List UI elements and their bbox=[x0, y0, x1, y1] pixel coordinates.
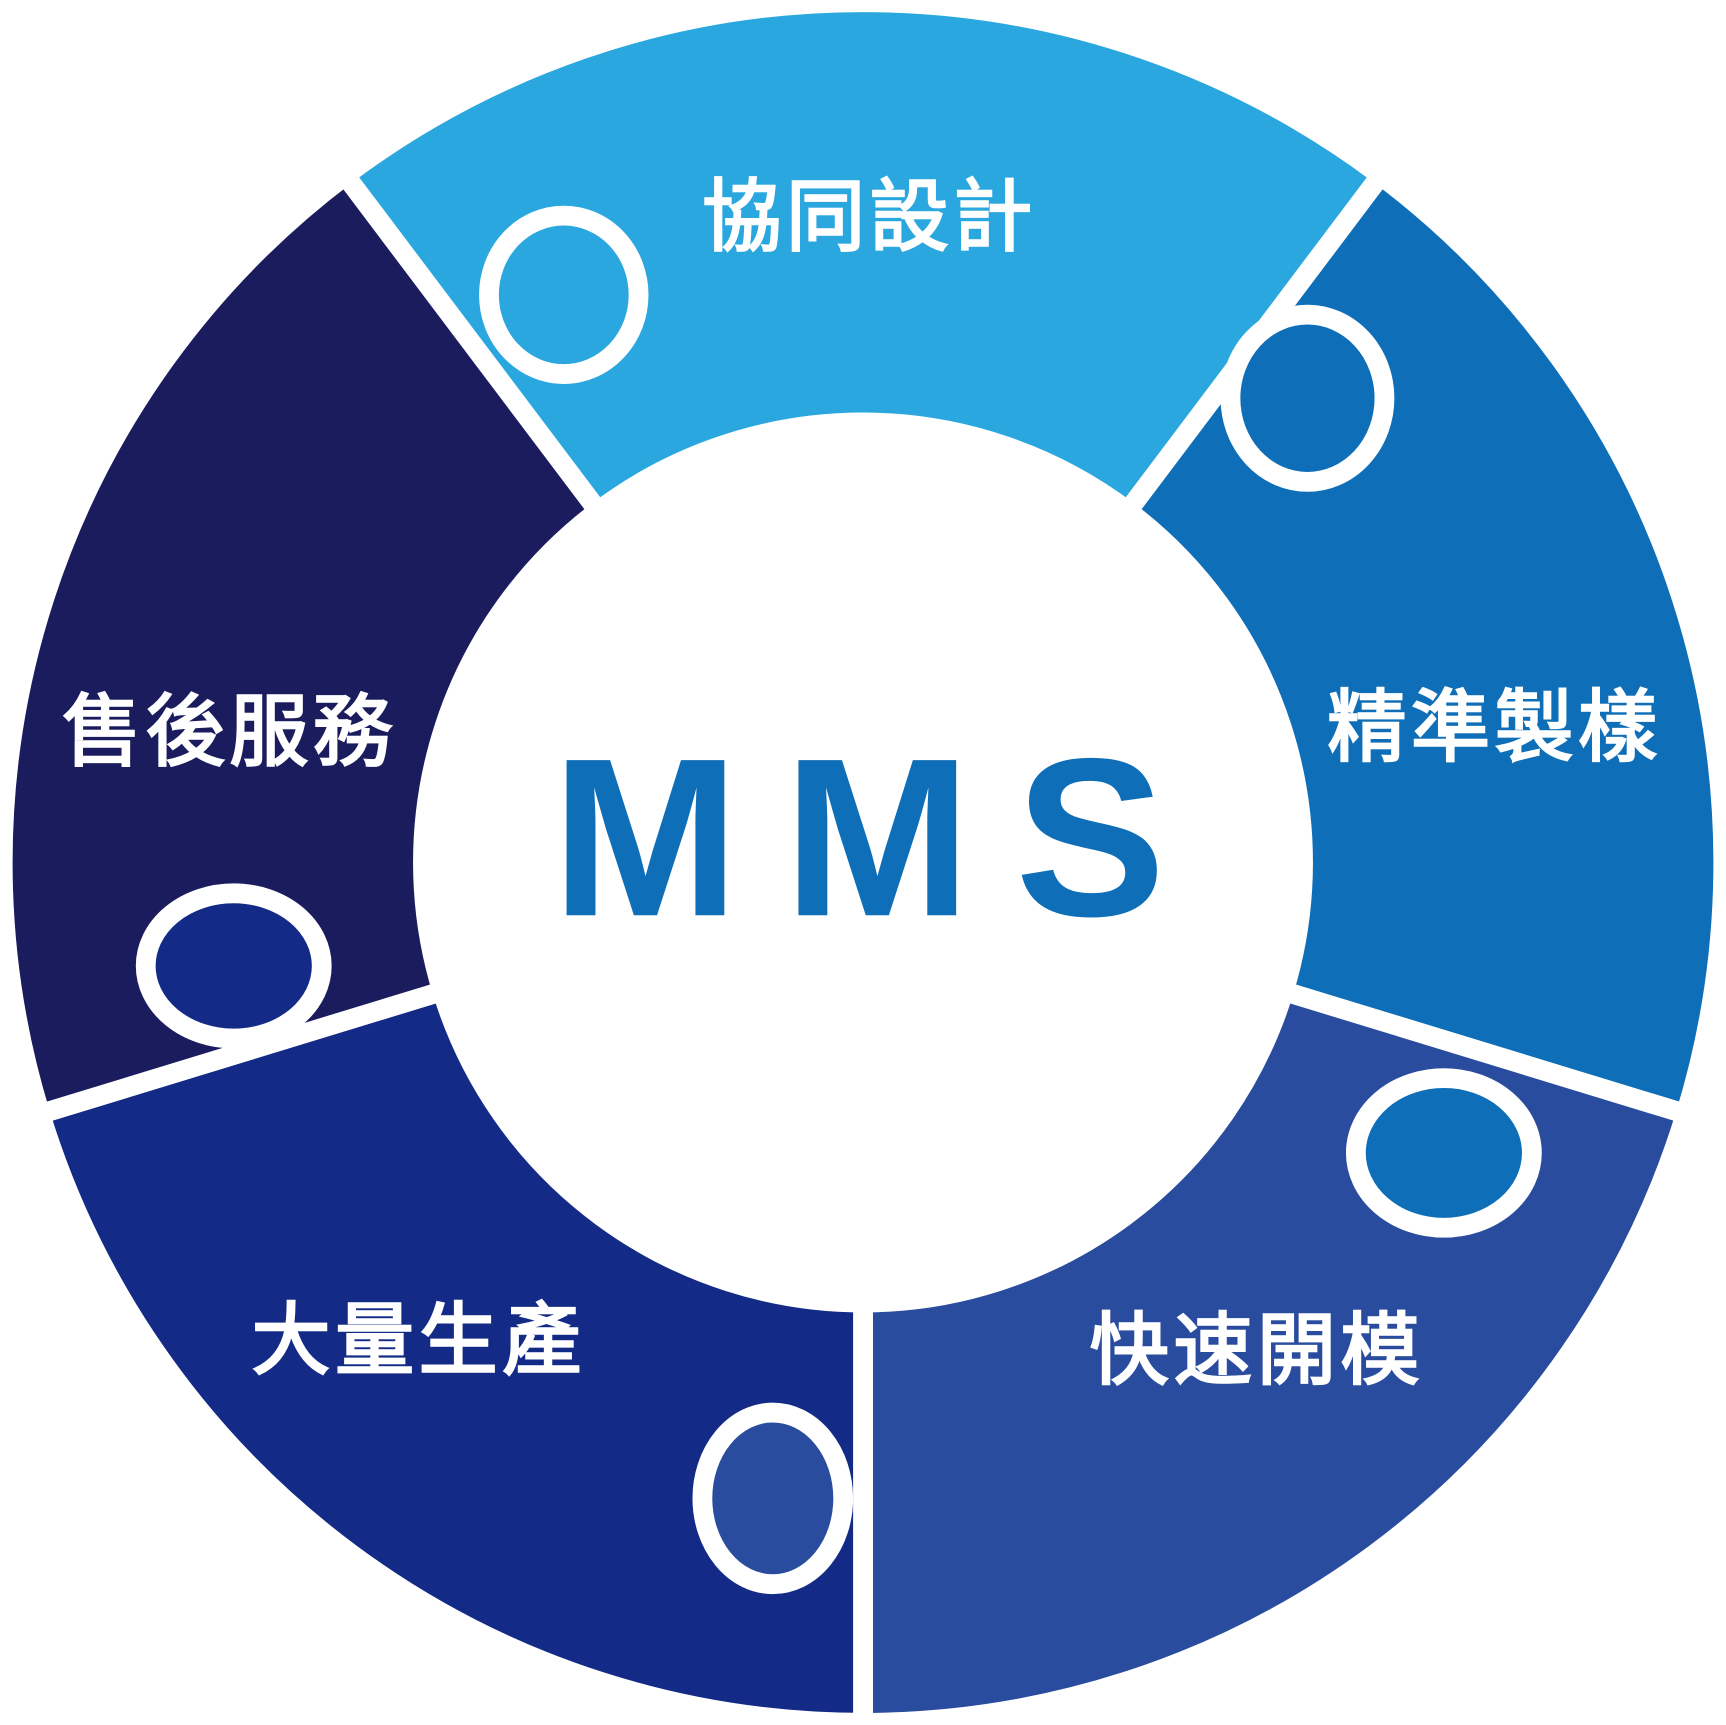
puzzle-knob-mass-production bbox=[135, 883, 332, 1049]
segment-after-sales bbox=[0, 165, 609, 1124]
segment-label-precision-sampling: 精準製樣 bbox=[1327, 681, 1661, 774]
puzzle-knob-rapid-tooling bbox=[692, 1402, 854, 1595]
segment-label-rapid-tooling: 快速開模 bbox=[1090, 1303, 1424, 1396]
segment-mass-production bbox=[30, 981, 873, 1725]
segment-label-collaborative-design: 協同設計 bbox=[702, 170, 1036, 263]
segment-label-after-sales: 售後服務 bbox=[62, 685, 396, 778]
puzzle-knob-collaborative-design bbox=[479, 205, 649, 384]
center-title: MMS bbox=[552, 711, 1210, 963]
puzzle-knob-precision-sampling bbox=[1220, 304, 1395, 492]
puzzle-knob-precision-sampling bbox=[1345, 1068, 1542, 1238]
segment-label-mass-production: 大量生產 bbox=[251, 1293, 585, 1386]
segment-collaborative-design bbox=[335, 0, 1391, 521]
